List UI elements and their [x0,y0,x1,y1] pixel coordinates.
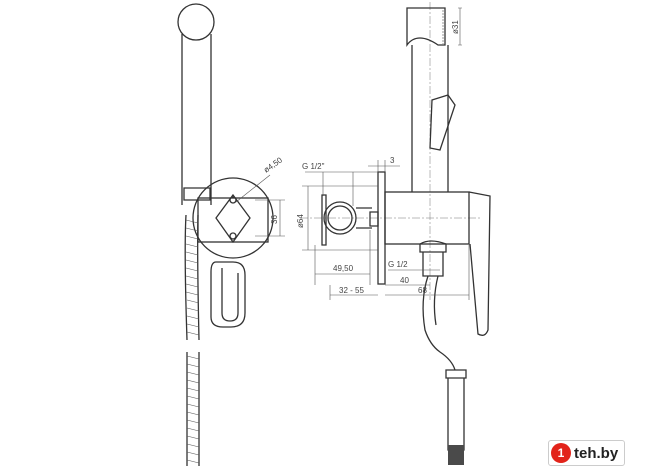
logo-mark: 1 [551,443,571,463]
dim-line-36 [255,199,285,237]
lever-handle [210,261,246,328]
dim-inlet-thread: G 1/2" [302,162,325,171]
valve-knob-inner [327,205,353,231]
wall-plate [377,171,386,285]
hose-left [184,214,200,466]
watermark-logo: 1 teh.by [548,440,626,466]
dim-head-diameter: ø31 [451,20,460,34]
dim-flange-diameter: ø64 [296,214,305,228]
dim-line-inlet [305,171,380,206]
trigger [429,94,456,151]
knob-shaft [356,207,372,229]
front-view: ø4,50 36 [177,3,285,466]
lever-side [468,191,491,336]
valve-body [384,191,470,245]
handset-body-side [411,45,449,192]
hose-ribs-lower [186,355,200,464]
lever-inner [221,268,239,322]
mount-hole-top [229,196,237,204]
hose-lower [186,352,200,466]
mounting-plate [215,193,251,244]
outlet-connector [419,240,447,277]
dim-body-length: 68 [418,286,427,295]
dim-line-bottom [329,245,470,300]
mounting-bracket [197,197,269,243]
hose-ribs-upper [185,219,200,336]
hose-right-inner [433,275,439,326]
logo-text: teh.by [574,444,619,462]
handset-body [181,34,212,205]
handset-head [177,3,215,41]
wall-flange [192,177,274,259]
dim-line-64 [302,185,378,251]
handset-collar [183,187,211,201]
dim-handle-depth: 49,50 [333,264,354,273]
hose-upper [184,214,200,341]
leader-hole [235,174,271,203]
hose-right [422,275,456,371]
side-view: ø31 G 1/2" 3 ø64 49,50 G 1/2 40 32 - 55 … [296,2,491,465]
hose-end-cap [448,445,464,465]
shower-head [406,7,446,48]
valve-knob [323,201,357,235]
dim-flange-thickness: 3 [390,156,395,165]
dim-line-3 [368,160,400,172]
threaded-stub [369,211,379,227]
dim-line-4950 [314,230,371,285]
dim-line-head [458,7,462,46]
mount-hole-bottom [229,232,237,240]
hose-end-fitting [445,369,467,451]
dim-wall-depth: 32 - 55 [339,286,364,295]
dim-hole-diameter: ø4,50 [262,155,284,174]
dim-hole-spacing: 36 [270,215,279,224]
cross-handle [321,194,327,246]
dim-outlet-offset: 40 [400,276,409,285]
dim-outlet-thread: G 1/2 [388,260,408,269]
